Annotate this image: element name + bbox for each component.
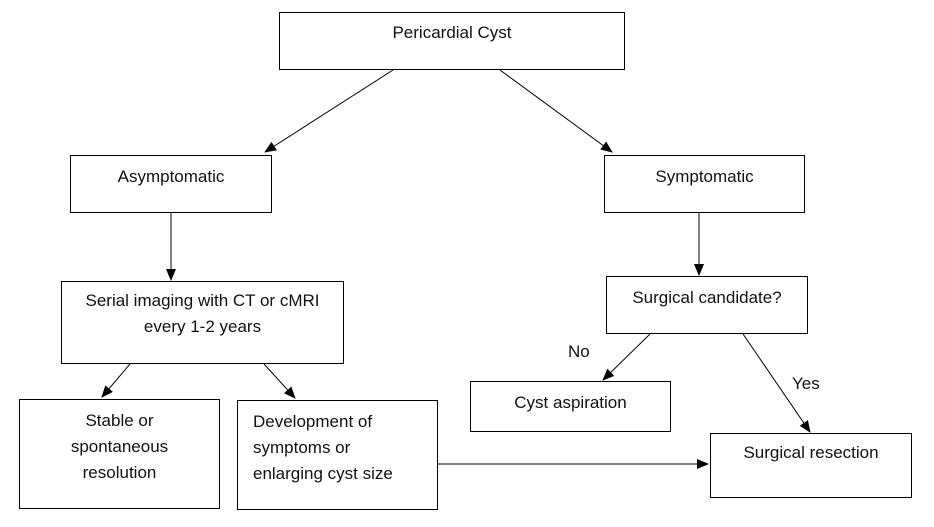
node-serial-imaging-label: Serial imaging with CT or cMRI every 1-2… xyxy=(85,291,320,336)
node-surgical-candidate-label: Surgical candidate? xyxy=(632,288,782,307)
arrow-candidate-to-cyst-aspiration xyxy=(602,333,651,381)
node-serial-imaging: Serial imaging with CT or cMRI every 1-2… xyxy=(61,281,344,364)
arrow-serial-imaging-to-development xyxy=(263,363,296,399)
edge-label-no: No xyxy=(568,342,590,361)
node-stable-or-resolution-label: Stable or spontaneous resolution xyxy=(70,411,169,482)
edge-label-yes: Yes xyxy=(792,374,820,393)
node-pericardial-cyst: Pericardial Cyst xyxy=(279,12,625,70)
node-pericardial-cyst-label: Pericardial Cyst xyxy=(392,23,512,42)
node-cyst-aspiration-label: Cyst aspiration xyxy=(514,393,627,412)
node-development-of-symptoms: Development of symptoms or enlarging cys… xyxy=(237,400,438,510)
arrow-candidate-to-surgical-resection xyxy=(742,333,811,433)
arrow-serial-imaging-to-stable xyxy=(101,363,131,398)
node-surgical-resection-label: Surgical resection xyxy=(743,443,879,462)
node-stable-or-resolution: Stable or spontaneous resolution xyxy=(19,399,220,509)
arrow-root-to-symptomatic xyxy=(499,69,613,153)
node-symptomatic: Symptomatic xyxy=(604,155,805,213)
node-asymptomatic-label: Asymptomatic xyxy=(117,167,225,186)
node-asymptomatic: Asymptomatic xyxy=(70,155,272,213)
node-surgical-resection: Surgical resection xyxy=(710,433,912,498)
node-surgical-candidate: Surgical candidate? xyxy=(606,276,808,334)
node-development-of-symptoms-label: Development of symptoms or enlarging cys… xyxy=(253,412,393,483)
node-cyst-aspiration: Cyst aspiration xyxy=(470,381,671,432)
node-symptomatic-label: Symptomatic xyxy=(655,167,754,186)
arrow-root-to-asymptomatic xyxy=(264,69,394,153)
